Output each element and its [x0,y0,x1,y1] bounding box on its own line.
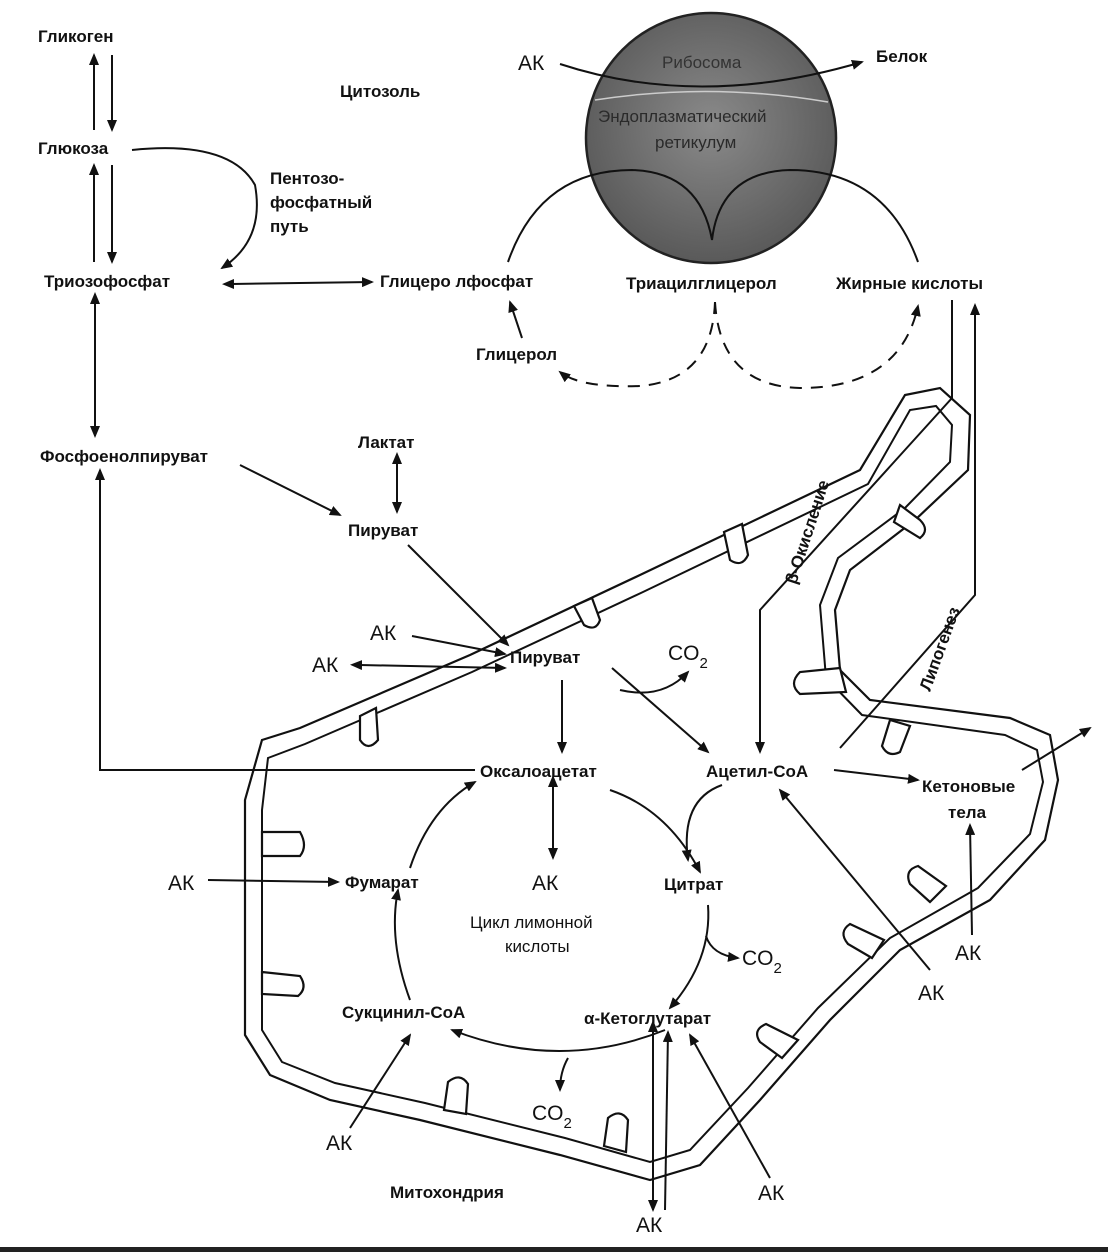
ak-pyruvate-1-label: АК [370,622,397,645]
succinylcoa-label: Сукцинил-CoA [342,1003,465,1022]
bottom-border [0,1247,1108,1252]
fumarate-label: Фумарат [345,873,419,892]
pentose-label-2: фосфатный [270,193,372,212]
citric-cycle-label-2: кислоты [505,937,570,956]
er-label-1: Эндоплазматический [598,107,766,126]
lipid-dashed-arcs [558,301,921,390]
ak-fumarate-label: АК [168,872,195,895]
co2-2-label: CO2 [742,947,782,977]
pep-label: Фосфоенолпируват [40,447,208,466]
pathway-arrows [89,53,1092,1212]
protein-label: Белок [876,47,928,66]
fattyacids-label: Жирные кислоты [835,274,983,293]
glycogen-label: Гликоген [38,27,114,46]
glucose-label: Глюкоза [38,139,109,158]
triose-label: Триозофосфат [44,272,170,291]
ak-acetylcoa-label: АК [918,982,945,1005]
ak-ketone-label: АК [955,942,982,965]
pentose-label-3: путь [270,217,309,236]
ak-pyruvate-2-label: АК [312,654,339,677]
lactate-label: Лактат [358,433,414,452]
glycerol-label: Глицерол [476,345,557,364]
co2-3-label: CO2 [532,1102,572,1132]
lipogenesis-label: Липогенез [916,604,964,693]
labels: Гликоген Глюкоза Цитозоль Пентозо- фосфа… [38,27,1015,1237]
ketone-bodies-label-2: тела [948,803,987,822]
glycerolphosphate-label: Глицеро лфосфат [380,272,533,291]
pyruvate-cytosol-label: Пируват [348,521,418,540]
er-ribosome-sphere [507,11,919,265]
ribosome-label: Рибосома [662,53,742,72]
ak-center-label: АК [532,872,559,895]
triacylglycerol-label: Триацилглицерол [626,274,777,293]
mitochondria-label: Митохондрия [390,1183,504,1202]
er-label-2: ретикулум [655,133,736,152]
ketone-bodies-label-1: Кетоновые [922,777,1015,796]
citric-cycle-label-1: Цикл лимонной [470,913,593,932]
cytosol-label: Цитозоль [340,82,420,101]
ak-akg-bottom-label: АК [636,1214,663,1237]
acetylcoa-label: Ацетил-CoA [706,762,808,781]
ak-succinyl-label: АК [326,1132,353,1155]
citrate-label: Цитрат [664,875,723,894]
ak-akg-right-label: АК [758,1182,785,1205]
alpha-ketoglutarate-label: α-Кетоглутарат [584,1009,711,1028]
pentose-label-1: Пентозо- [270,169,344,188]
pyruvate-mito-label: Пируват [510,648,580,667]
oxaloacetate-label: Оксалоацетат [480,762,597,781]
ak-top-label: АК [518,52,545,75]
mitochondrion-membrane [243,386,1060,1182]
co2-1-label: CO2 [668,642,708,672]
